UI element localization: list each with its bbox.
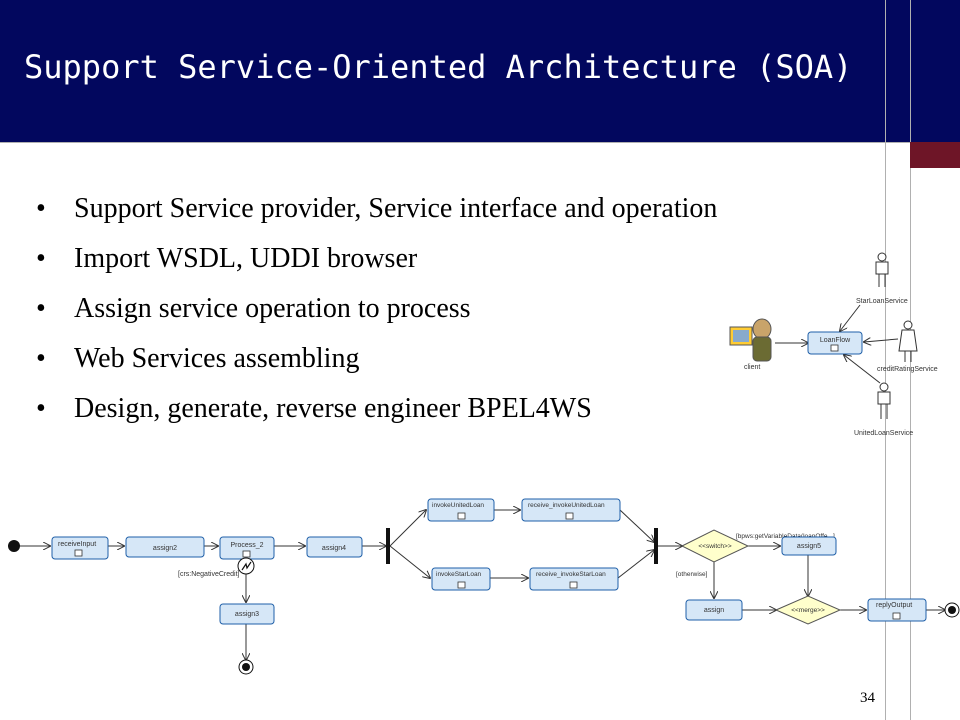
activity-assign3[interactable]: assign3 (219, 603, 275, 625)
activity-label: assign4 (322, 545, 346, 552)
switch-decision[interactable]: <<switch>> (680, 529, 750, 563)
activity-label: replyOutput (876, 602, 912, 609)
star-loan-label: StarLoanService (856, 298, 908, 305)
client-label: client (744, 364, 760, 371)
bullet-item: Assign service operation to process (34, 290, 754, 328)
bullet-list: Support Service provider, Service interf… (34, 190, 754, 440)
switch-label: <<switch>> (698, 543, 731, 550)
activity-label: assign3 (235, 611, 259, 618)
activity-label: Process_2 (230, 542, 263, 549)
activity-label: receive_invokeStarLoan (536, 571, 606, 578)
activity-label: invokeUnitedLoan (432, 502, 484, 509)
activity-label: receive_invokeUnitedLoan (528, 502, 605, 509)
process-diagram: receiveInput assign2 Process_2 [crs:Nega… (8, 498, 960, 675)
united-loan-actor-icon (877, 382, 891, 419)
loanflow-node[interactable] (807, 331, 863, 355)
activity-receive-star-loan[interactable]: receive_invokeStarLoan (529, 567, 619, 591)
title-banner (0, 0, 960, 142)
activity-label: assign5 (797, 543, 821, 550)
activity-assign[interactable]: assign (685, 599, 743, 621)
credit-rating-actor-icon (898, 320, 918, 362)
start-node (8, 540, 20, 552)
service-diagram: client LoanFlow StarLoanService creditRa… (729, 252, 938, 437)
otherwise-label: [otherwise] (676, 571, 708, 578)
activity-receive-united-loan[interactable]: receive_invokeUnitedLoan (521, 498, 621, 522)
divider-line (0, 142, 960, 143)
activity-assign2[interactable]: assign2 (125, 536, 205, 558)
merge-decision[interactable]: <<merge>> (774, 595, 842, 625)
loanflow-label: LoanFlow (820, 337, 851, 344)
merge-label: <<merge>> (791, 607, 825, 614)
end-node (944, 602, 960, 618)
fault-label: [crs:NegativeCredit] (178, 571, 240, 578)
united-loan-label: UnitedLoanService (854, 430, 913, 437)
credit-rating-label: creditRatingService (877, 366, 938, 373)
fault-handler-icon (237, 557, 255, 575)
bullet-item: Support Service provider, Service interf… (34, 190, 754, 228)
activity-reply-output[interactable]: replyOutput (867, 598, 927, 622)
activity-assign4[interactable]: assign4 (306, 536, 363, 558)
activity-label: receiveInput (58, 541, 96, 548)
bullet-item: Web Services assembling (34, 340, 754, 378)
activity-label: assign (704, 607, 724, 614)
activity-process2[interactable]: Process_2 (219, 536, 275, 560)
bullet-item: Import WSDL, UDDI browser (34, 240, 754, 278)
activity-invoke-united-loan[interactable]: invokeUnitedLoan (427, 498, 495, 522)
end-node (238, 659, 254, 675)
fork-bar (386, 528, 390, 564)
star-loan-actor-icon (875, 252, 889, 287)
bullet-item: Design, generate, reverse engineer BPEL4… (34, 390, 754, 428)
activity-receive-input[interactable]: receiveInput (51, 536, 109, 560)
activity-label: assign2 (153, 545, 177, 552)
client-icon (729, 318, 772, 362)
join-bar (654, 528, 658, 564)
activity-invoke-star-loan[interactable]: invokeStarLoan (431, 567, 491, 591)
slide-title: Support Service-Oriented Architecture (S… (24, 48, 853, 86)
accent-block (910, 142, 960, 168)
divider-line (885, 0, 886, 720)
activity-label: invokeStarLoan (436, 571, 482, 578)
page-number: 34 (860, 690, 875, 706)
activity-assign5[interactable]: assign5 (781, 536, 837, 556)
